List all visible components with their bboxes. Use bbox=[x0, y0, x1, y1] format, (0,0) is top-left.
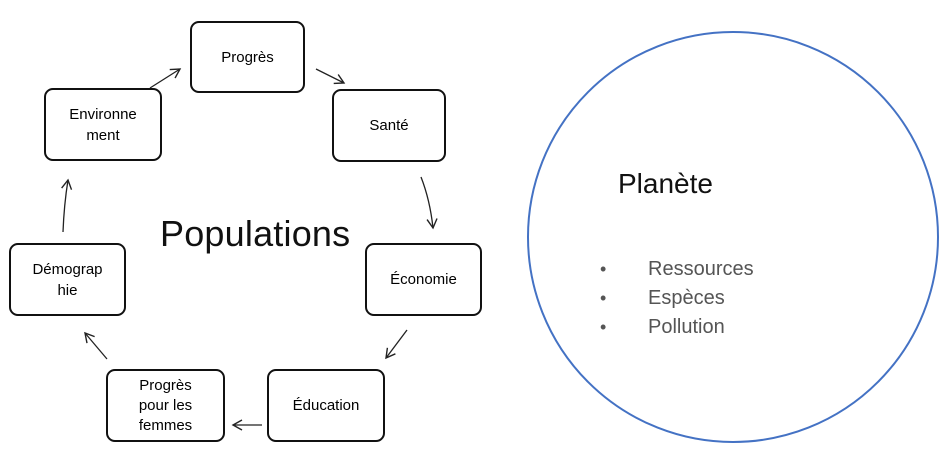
node-economie-line-1: Économie bbox=[390, 271, 457, 288]
node-progres-femmes-line-3: femmes bbox=[138, 416, 193, 434]
node-education: Éducation bbox=[267, 369, 385, 442]
planet-item-label: Ressources bbox=[648, 258, 754, 280]
planet-item-label: Espèces bbox=[648, 287, 725, 309]
planet-title: Planète bbox=[618, 168, 713, 199]
node-environnement-line-2: ment bbox=[86, 126, 120, 144]
node-environnement: Environne ment bbox=[44, 88, 162, 161]
planet-item: • Ressources bbox=[600, 255, 754, 284]
planet-item-label: Pollution bbox=[648, 316, 725, 338]
node-progres-femmes-line-2: pour les bbox=[138, 396, 193, 414]
node-progres: Progrès bbox=[190, 21, 305, 93]
node-sante-line-1: Santé bbox=[369, 117, 409, 134]
arrow-demographie-to-environnement bbox=[61, 178, 73, 233]
planet-item: • Espèces bbox=[600, 284, 754, 313]
arrow-environnement-to-progres bbox=[149, 68, 182, 89]
arrow-economie-to-education bbox=[385, 329, 408, 360]
node-sante: Santé bbox=[332, 89, 446, 162]
node-demographie-line-1: Démograp bbox=[32, 260, 103, 278]
arrow-progres-femmes-to-demographie bbox=[84, 331, 108, 360]
cycle-center-label: Populations bbox=[160, 213, 351, 254]
planet-item-list: • Ressources • Espèces • Pollution bbox=[600, 255, 754, 342]
node-economie: Économie bbox=[365, 243, 482, 316]
node-environnement-line-1: Environne bbox=[69, 105, 137, 123]
bullet-icon: • bbox=[600, 317, 607, 337]
bullet-icon: • bbox=[600, 288, 607, 308]
node-demographie: Démograp hie bbox=[9, 243, 126, 316]
node-progres-line-1: Progrès bbox=[221, 48, 274, 66]
arrow-sante-to-economie bbox=[420, 176, 438, 230]
bullet-icon: • bbox=[600, 259, 607, 279]
planet-circle bbox=[527, 31, 939, 443]
node-demographie-line-2: hie bbox=[57, 281, 78, 299]
node-education-line-1: Éducation bbox=[292, 397, 360, 414]
node-progres-femmes: Progrès pour les femmes bbox=[106, 369, 225, 442]
arrow-progres-to-sante bbox=[315, 68, 346, 85]
node-progres-femmes-line-1: Progrès bbox=[139, 376, 192, 394]
planet-item: • Pollution bbox=[600, 313, 754, 342]
